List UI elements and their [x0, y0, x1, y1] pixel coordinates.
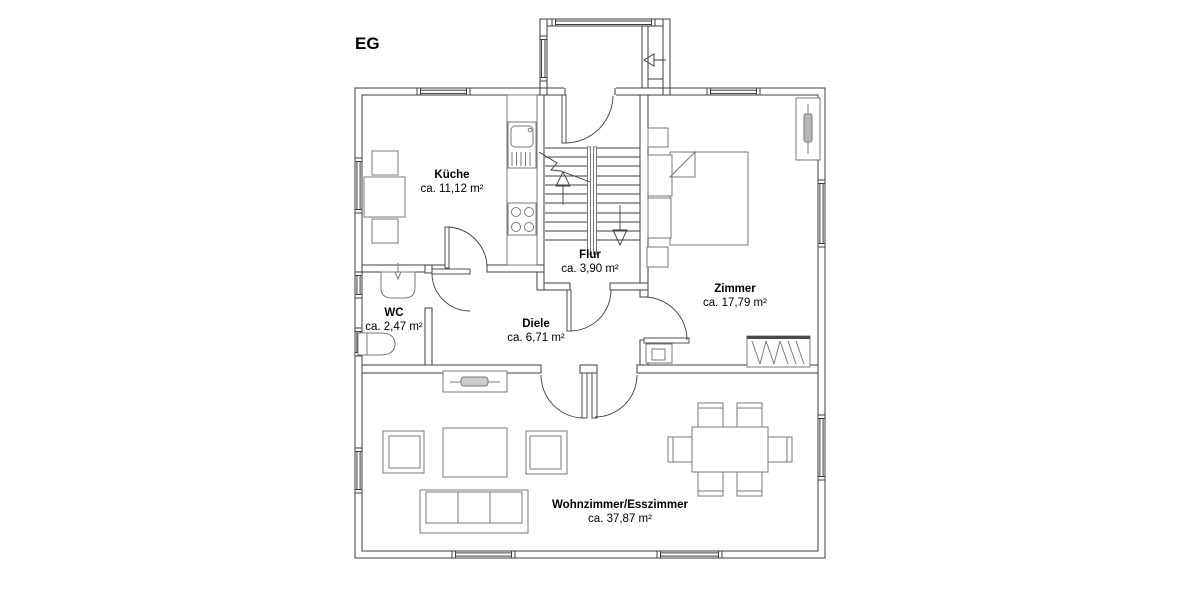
dining-chair-icon: [667, 436, 693, 463]
kitchen-sink-icon: [507, 121, 537, 169]
room-area-wohnzimmer: ca. 37,87 m²: [588, 513, 652, 525]
stairs-down-arrow-icon: [612, 205, 628, 247]
outer-walls: [354, 87, 826, 559]
kitchen-left-window: [354, 157, 363, 214]
kitchen-top-window: [416, 87, 471, 96]
coffee-table-icon: [442, 427, 508, 478]
sideboard-icon: [442, 370, 508, 393]
dining-chair-icon: [697, 471, 724, 497]
nightstand-icon: [646, 246, 669, 268]
nightstand-icon: [647, 127, 669, 148]
room-area-kueche: ca. 11,12 m²: [420, 183, 483, 195]
dining-chair-icon: [736, 402, 763, 428]
living-double-door: [540, 372, 638, 419]
zimmer-door: [643, 296, 690, 344]
stairs-up-arrow-icon: [555, 170, 571, 205]
bed-icon: [647, 150, 749, 246]
kitchen-table-icon: [363, 150, 406, 244]
room-area-zimmer: ca. 17,79 m²: [703, 297, 767, 309]
kitchen-counter: [506, 94, 538, 266]
stove-icon: [507, 202, 537, 236]
zimmer-right-window: [817, 179, 826, 248]
room-label-wc: WC: [384, 307, 403, 319]
entry-porch: [539, 18, 671, 96]
sofa-icon: [419, 489, 529, 534]
staircase: [538, 146, 640, 255]
radiator-icon: [795, 97, 821, 161]
zimmer-top-window: [706, 87, 761, 96]
dining-table-icon: [691, 426, 769, 473]
doors: [431, 94, 690, 419]
living-left-window: [354, 447, 363, 494]
dining-set-icon: [667, 402, 793, 497]
porch-top-window: [551, 18, 656, 27]
room-label-wohnzimmer: Wohnzimmer/Esszimmer: [552, 499, 688, 511]
room-label-zimmer: Zimmer: [714, 283, 756, 295]
washbasin-icon: [380, 263, 416, 299]
living-bottom-window-2: [656, 550, 723, 559]
room-area-flur: ca. 3,90 m²: [561, 263, 619, 275]
flur-diele-door: [566, 289, 612, 332]
dining-chair-icon: [767, 436, 793, 463]
zimmer-furniture: [645, 97, 821, 368]
entrance-arrow-icon: [643, 53, 666, 67]
dining-right-window: [817, 414, 826, 481]
kitchen-door: [444, 226, 488, 269]
small-cabinet-icon: [645, 343, 673, 364]
dining-chair-icon: [697, 402, 724, 428]
room-area-diele: ca. 6,71 m²: [507, 332, 565, 344]
armchair-icon: [525, 430, 568, 475]
plan-title: EG: [355, 34, 380, 53]
toilet-icon: [357, 332, 396, 356]
wardrobe-icon: [746, 335, 811, 368]
wc-door: [431, 268, 471, 312]
labels: EG Küche ca. 11,12 m² Flur ca. 3,90 m² Z…: [355, 34, 767, 525]
room-label-diele: Diele: [522, 318, 550, 330]
living-furniture: [382, 370, 793, 534]
porch-left-window: [539, 35, 548, 82]
living-bottom-window-1: [451, 550, 516, 559]
wc-left-window-1: [354, 271, 363, 299]
room-label-kueche: Küche: [434, 169, 469, 181]
room-label-flur: Flur: [579, 249, 601, 261]
entry-door: [561, 94, 614, 144]
wc-furniture: [357, 263, 416, 356]
armchair-icon: [382, 430, 425, 474]
kitchen-furniture: [363, 94, 538, 266]
room-area-wc: ca. 2,47 m²: [365, 321, 423, 333]
dining-chair-icon: [736, 471, 763, 497]
